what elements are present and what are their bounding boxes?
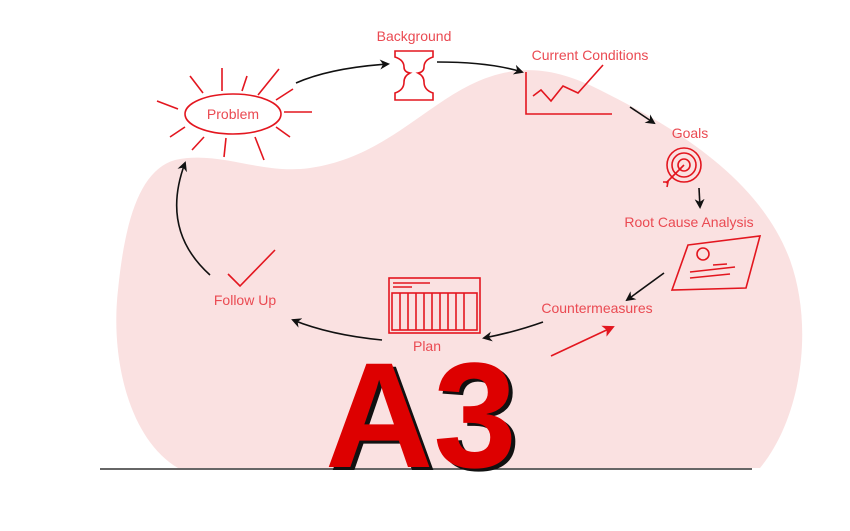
a3-title: A3 <box>325 331 517 499</box>
current-conditions-label: Current Conditions <box>532 47 649 63</box>
goals-label: Goals <box>672 125 709 141</box>
follow-up-label: Follow Up <box>214 292 276 308</box>
document-card-icon <box>670 235 762 291</box>
target-icon <box>663 147 702 188</box>
root-cause-analysis-label: Root Cause Analysis <box>624 214 753 230</box>
checkmark-icon <box>227 249 276 288</box>
problem-icon <box>156 68 312 161</box>
background-label: Background <box>377 28 452 44</box>
red-arrow <box>550 325 615 357</box>
hourglass-icon <box>394 50 434 101</box>
plan-label: Plan <box>413 338 441 354</box>
cycle-arrows <box>175 59 705 357</box>
countermeasures-label: Countermeasures <box>541 300 652 316</box>
background-blob <box>116 70 803 468</box>
plan-table-icon <box>388 277 481 334</box>
problem-label: Problem <box>207 106 259 122</box>
line-chart-icon <box>525 64 612 115</box>
